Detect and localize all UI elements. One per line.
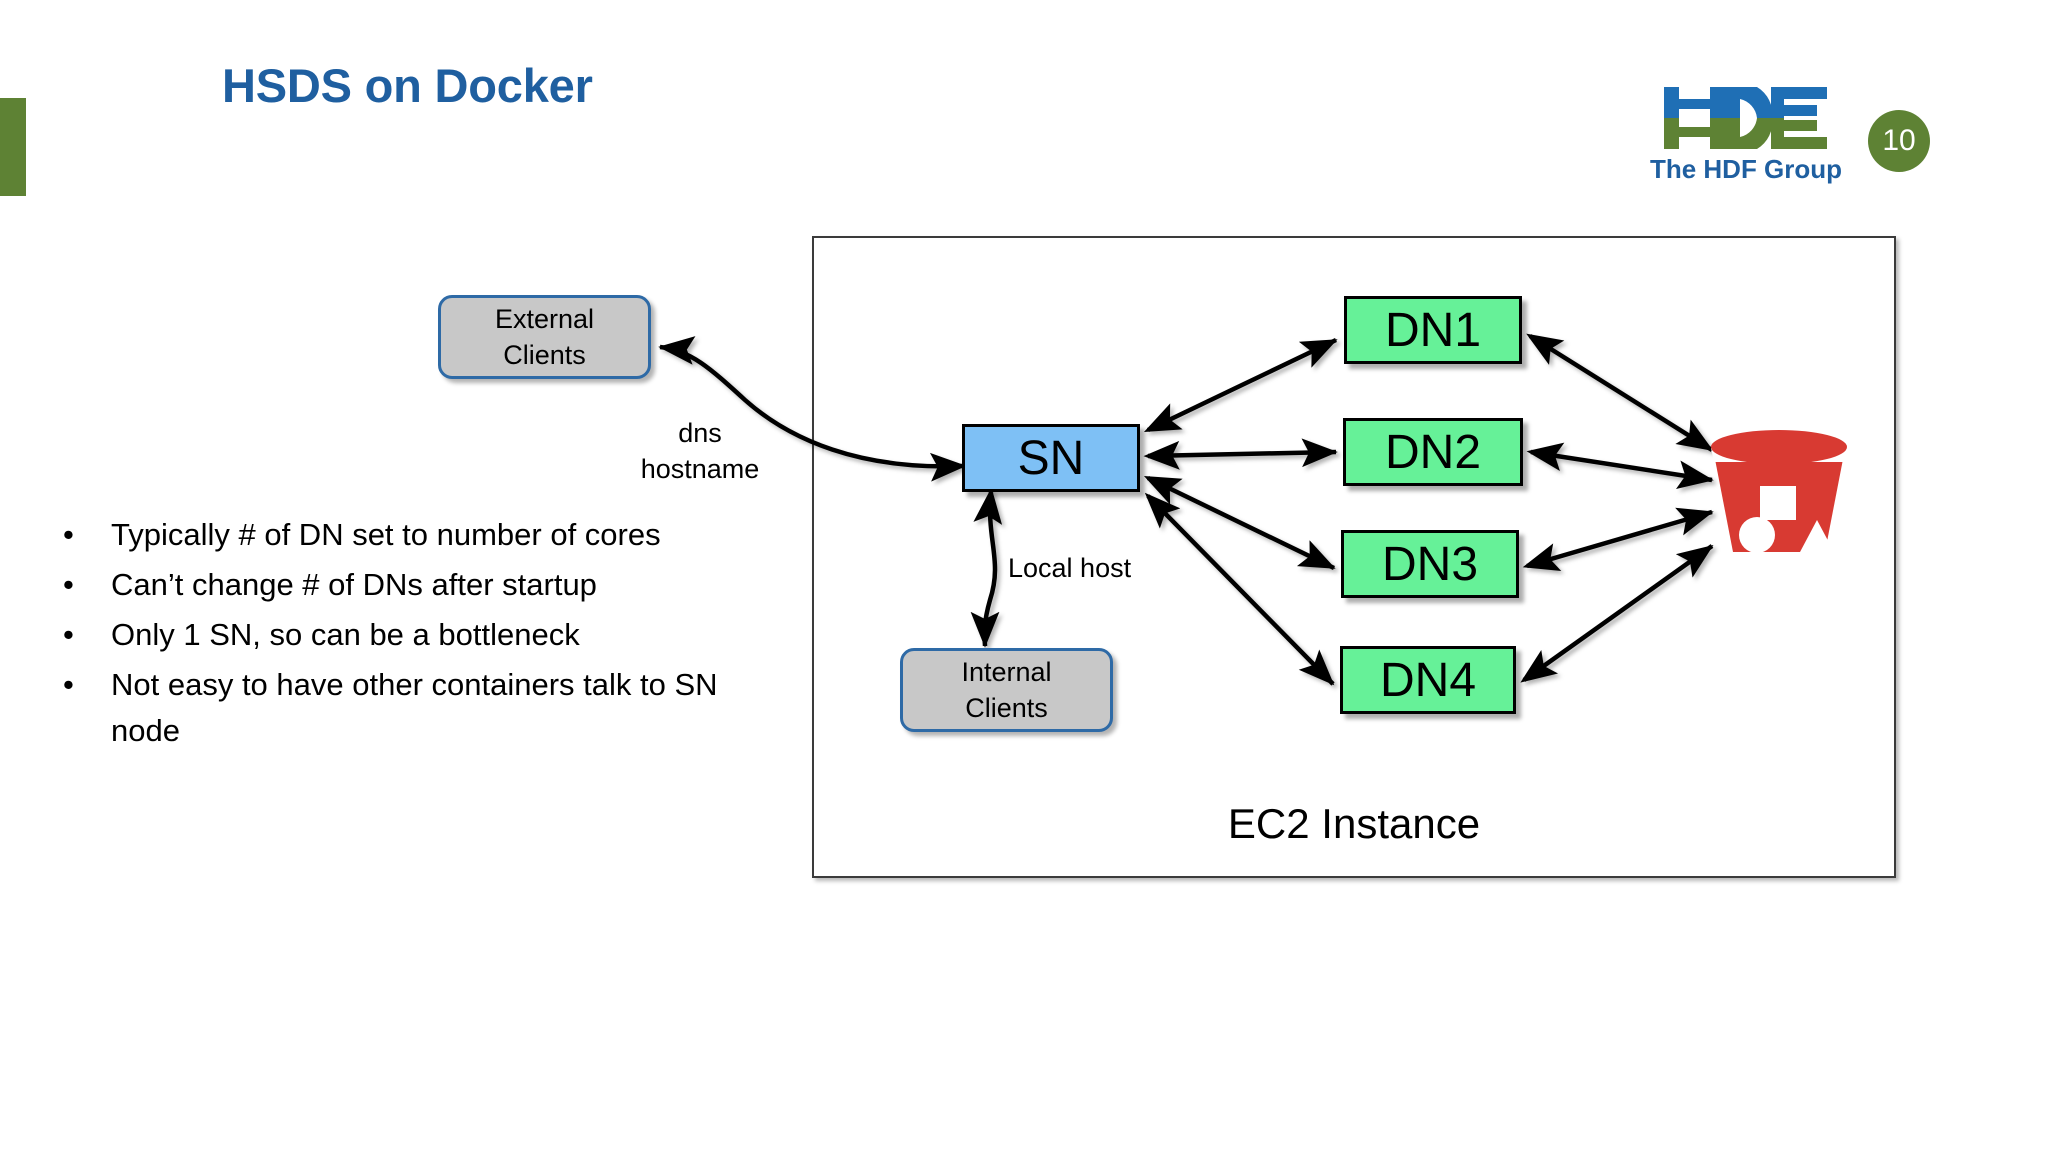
bullet-marker-icon: • [63, 517, 74, 552]
node-dn3[interactable]: DN3 [1341, 530, 1519, 598]
list-item: • Typically # of DN set to number of cor… [55, 512, 755, 558]
node-dn1[interactable]: DN1 [1344, 296, 1522, 364]
node-dn3-label: DN3 [1381, 537, 1479, 591]
node-dn4-label: DN4 [1379, 653, 1477, 707]
ec2-instance-label: EC2 Instance [1227, 800, 1481, 847]
edge-label-local-host: Local host [1008, 553, 1132, 583]
node-external-clients-line2: Clients [503, 340, 586, 370]
edge-label-dns-hostname: dns hostname [620, 415, 780, 487]
bullet-marker-icon: • [63, 667, 74, 702]
node-dn1-label: DN1 [1384, 303, 1482, 357]
list-item: • Only 1 SN, so can be a bottleneck [55, 612, 755, 658]
bullet-list: • Typically # of DN set to number of cor… [55, 512, 755, 758]
s3-bucket-icon [1711, 430, 1847, 553]
node-internal-clients-line2: Clients [965, 693, 1048, 723]
left-accent-bar [0, 98, 26, 196]
edge-label-dns-line2: hostname [640, 454, 760, 484]
bullet-text: Typically # of DN set to number of cores [111, 517, 661, 552]
node-sn[interactable]: SN [962, 424, 1140, 492]
list-item: • Not easy to have other containers talk… [55, 662, 755, 754]
bullet-text: Only 1 SN, so can be a bottleneck [111, 617, 580, 652]
node-dn2-label: DN2 [1384, 425, 1482, 479]
hdf-logo-mark [1664, 87, 1827, 149]
node-external-clients[interactable]: External Clients [438, 295, 651, 379]
node-internal-clients[interactable]: Internal Clients [900, 648, 1113, 732]
slide-number-badge: 10 [1868, 110, 1930, 172]
hdf-logo: The HDF Group [1646, 82, 1886, 192]
bullet-marker-icon: • [63, 567, 74, 602]
page-title: HSDS on Docker [222, 59, 593, 112]
bullet-text: Can’t change # of DNs after startup [111, 567, 597, 602]
hdf-logo-caption: The HDF Group [1649, 154, 1843, 184]
edge-label-dns-line1: dns [678, 418, 722, 448]
node-dn2[interactable]: DN2 [1343, 418, 1523, 486]
node-sn-label: SN [1017, 431, 1085, 485]
node-dn4[interactable]: DN4 [1340, 646, 1516, 714]
list-item: • Can’t change # of DNs after startup [55, 562, 755, 608]
bullet-marker-icon: • [63, 617, 74, 652]
node-internal-clients-line1: Internal [961, 657, 1052, 687]
bullet-text: Not easy to have other containers talk t… [111, 667, 718, 748]
node-external-clients-line1: External [494, 304, 595, 334]
